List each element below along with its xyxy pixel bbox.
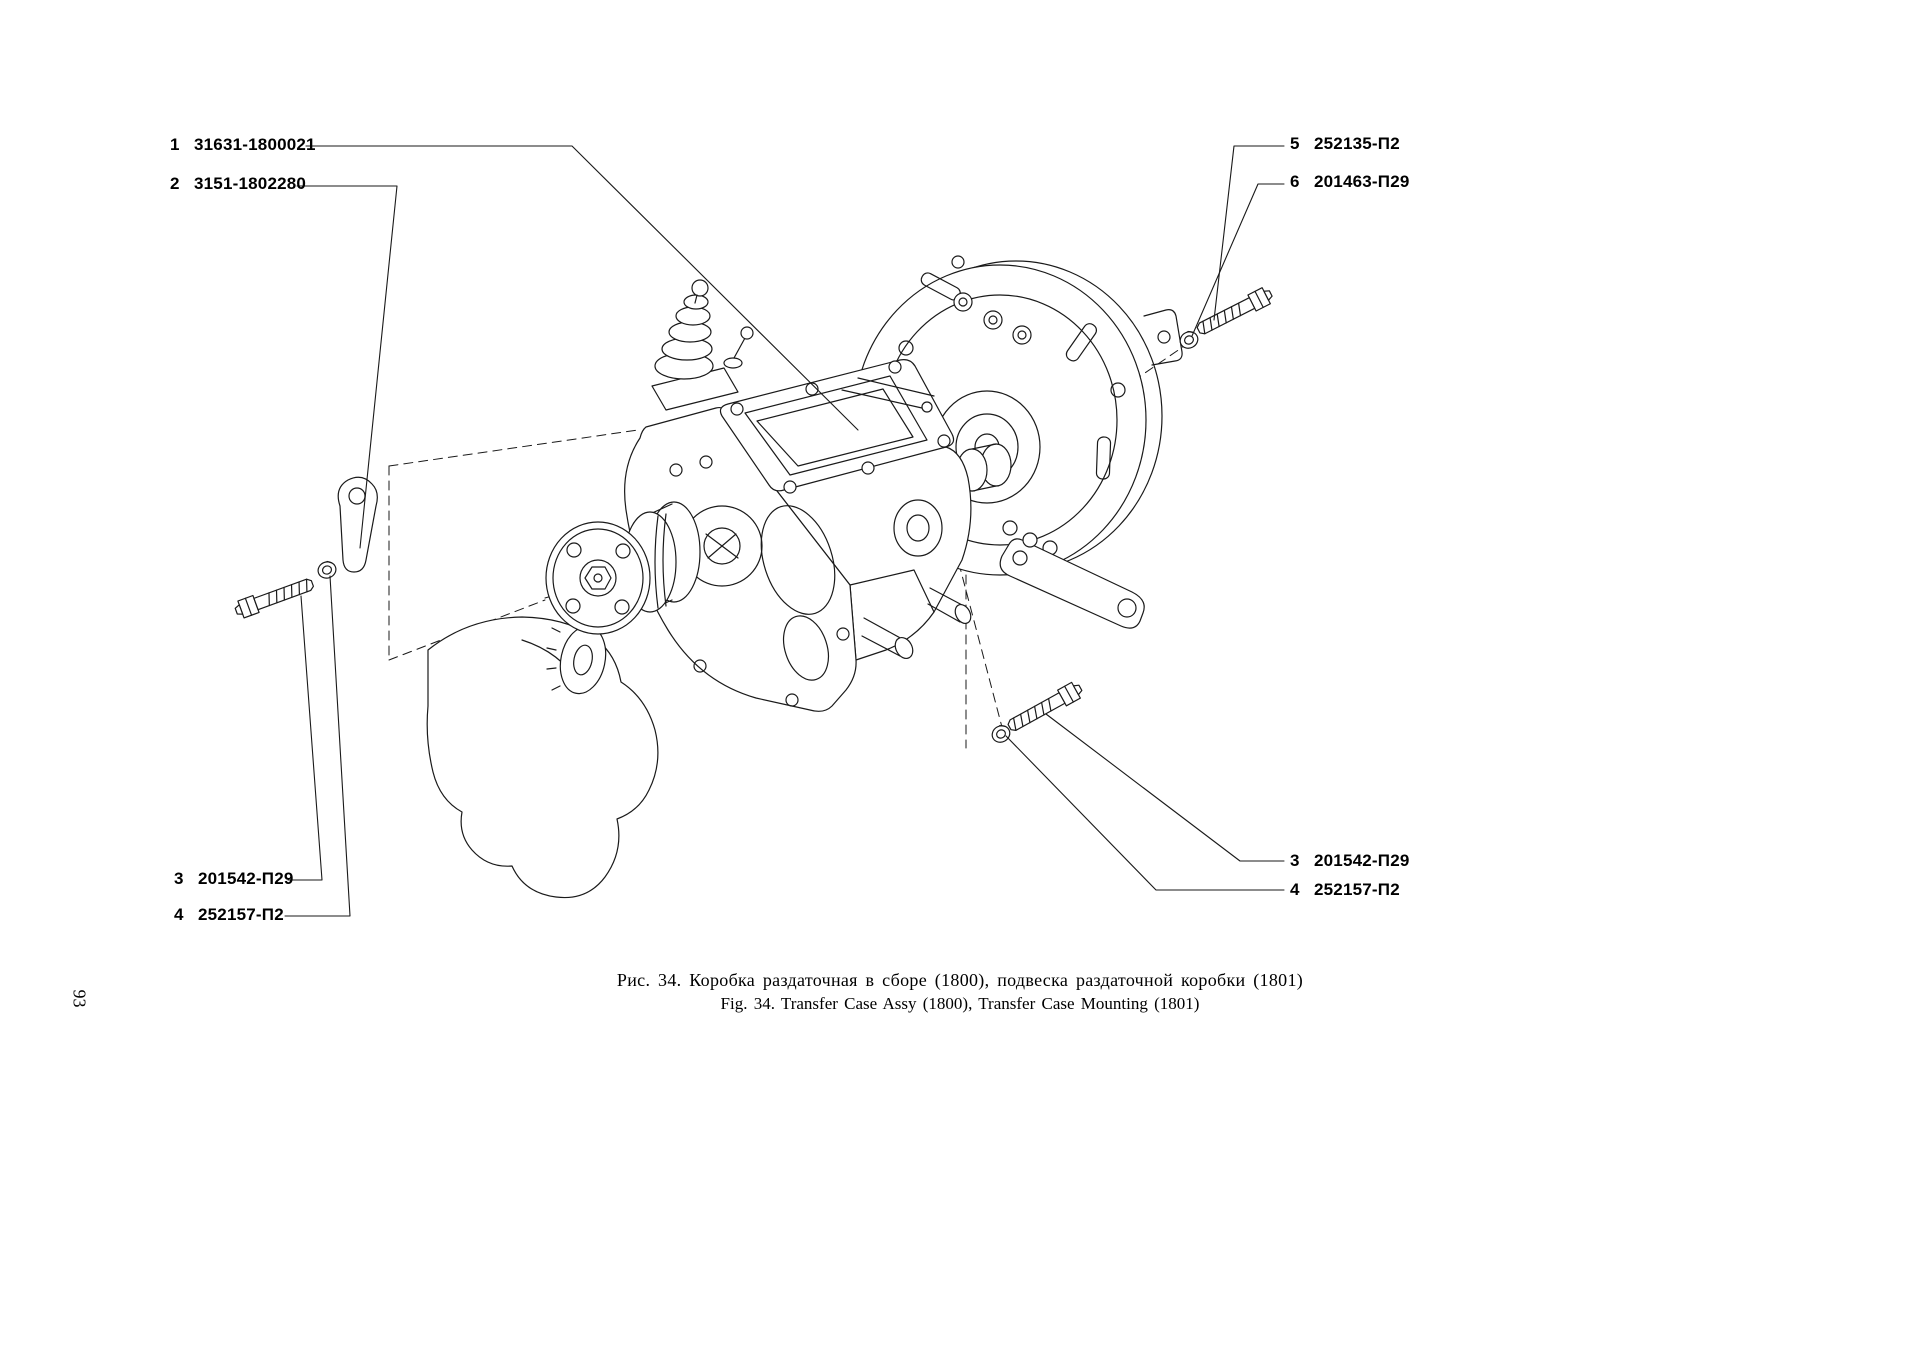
callout-4-right-ref: 4 [1290, 880, 1300, 899]
transfer-case-housing [624, 406, 972, 712]
shift-lever-boot [651, 279, 754, 411]
callout-6: 6 201463-П29 [1290, 172, 1410, 192]
top-right-bolt-drawing [1193, 284, 1276, 339]
callout-5-part: 252135-П2 [1314, 134, 1400, 153]
suspension-bracket-drawing [337, 476, 378, 573]
callout-1-ref: 1 [170, 135, 180, 154]
callout-3-left: 3 201542-П29 [174, 869, 294, 889]
callout-1-part: 31631-1800021 [194, 135, 316, 154]
figure-caption-en: Fig. 34. Transfer Case Assy (1800), Tran… [720, 994, 1200, 1013]
callout-6-ref: 6 [1290, 172, 1300, 191]
left-bolt-drawing [232, 574, 317, 621]
callout-5-ref: 5 [1290, 134, 1300, 153]
bottom-right-bolt-drawing [1004, 679, 1086, 736]
callout-3-right-ref: 3 [1290, 851, 1300, 870]
callout-4-left-part: 252157-П2 [198, 905, 284, 924]
clutch-housing-silhouette [426, 616, 659, 899]
callout-2-part: 3151-1802280 [194, 174, 307, 193]
page-number: 93 [69, 989, 90, 1008]
callout-6-part: 201463-П29 [1314, 172, 1410, 191]
callout-2-ref: 2 [170, 174, 180, 193]
left-washer-drawing [315, 558, 339, 582]
callout-3-left-part: 201542-П29 [198, 869, 294, 888]
callout-3-right: 3 201542-П29 [1290, 851, 1410, 871]
support-bracket-arm [999, 538, 1145, 629]
callout-3-left-ref: 3 [174, 869, 184, 888]
callout-3-right-part: 201542-П29 [1314, 851, 1410, 870]
figure-caption-ru: Рис. 34. Коробка раздаточная в сборе (18… [616, 970, 1304, 990]
callout-4-left: 4 252157-П2 [174, 905, 284, 925]
callout-2: 2 3151-1802280 [170, 174, 306, 194]
callout-4-right: 4 252157-П2 [1290, 880, 1400, 900]
callout-4-right-part: 252157-П2 [1314, 880, 1400, 899]
housing-top-cover [719, 359, 955, 494]
callout-5: 5 252135-П2 [1290, 134, 1400, 154]
front-output-flange [545, 501, 701, 635]
callout-1: 1 31631-1800021 [170, 135, 316, 155]
plate-studs [953, 292, 1032, 345]
brake-drum [623, 501, 701, 613]
callout-4-left-ref: 4 [174, 905, 184, 924]
leader-lines [284, 145, 1285, 917]
cover-bolts [730, 360, 951, 494]
